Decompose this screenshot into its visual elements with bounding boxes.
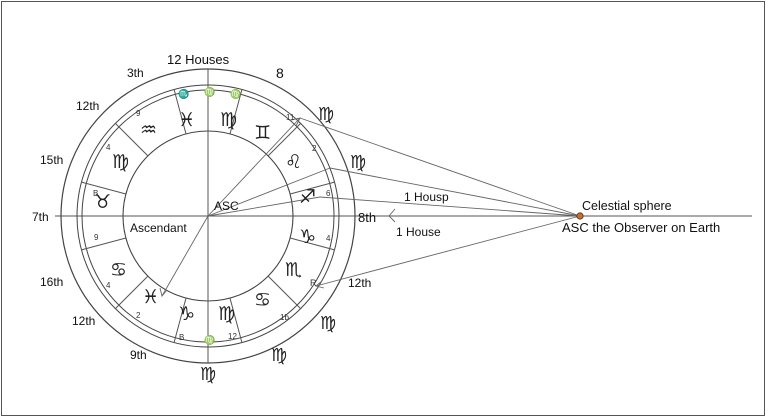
- house-divider: [289, 181, 335, 195]
- house-glyph-cancer: ♋: [110, 259, 127, 281]
- ring-number: 4: [326, 234, 331, 243]
- label-12th-right: 12th: [348, 276, 371, 290]
- celestial-sphere-label: Celestial sphere: [582, 199, 672, 213]
- label-12th-upper: 12th: [76, 99, 99, 113]
- ring-number: R: [310, 278, 317, 288]
- house-glyph: ♉: [94, 191, 111, 213]
- house-divider: [229, 89, 243, 135]
- ring-number: B: [179, 333, 184, 342]
- house-glyph: ♑: [178, 303, 195, 325]
- house-glyph: ♌: [285, 151, 302, 173]
- arrow-lower-right: [315, 280, 325, 289]
- glyph-bottom: ♍: [200, 364, 216, 385]
- house-glyph: ♓: [142, 286, 159, 308]
- house-glyph: ♓: [178, 109, 195, 131]
- label-8th-right: 8th: [358, 210, 376, 225]
- house-glyph: ♋: [254, 289, 271, 311]
- house-divider: [81, 237, 127, 251]
- ring-number: 11: [286, 113, 295, 122]
- house-divider: [115, 123, 149, 157]
- house-divider: [267, 123, 301, 157]
- house-glyph: ♏: [285, 259, 302, 281]
- observer-point: [576, 212, 584, 220]
- center-ray-down: [161, 215, 209, 297]
- house-glyph: ♒: [140, 119, 157, 141]
- house-divider: [173, 297, 187, 343]
- ray-4: [315, 215, 581, 287]
- ring-numbers: ♏ ♍ ♍ 11 2 6 4 R 1b 12 ♍ B 2 4 9 B 4 9: [93, 86, 331, 345]
- house-dividers: [81, 89, 335, 343]
- ray-3: [319, 196, 581, 217]
- ring-number: 6: [326, 189, 331, 198]
- center-ray-3: [207, 196, 321, 217]
- glyph-right-1: ♍: [350, 152, 366, 173]
- glyph-bottom-right: ♍: [271, 345, 287, 366]
- ring-number: 2: [136, 311, 141, 320]
- center-ray-2: [207, 167, 331, 217]
- house-divider: [115, 275, 149, 309]
- arrow-house: [388, 208, 396, 223]
- house-glyph: ♍: [112, 151, 129, 173]
- house-divider: [81, 181, 127, 195]
- label-3th: 3th: [127, 66, 144, 80]
- house-divider: [289, 237, 335, 251]
- ring-number: 9: [136, 109, 141, 118]
- arrowheads: [159, 117, 396, 297]
- title: 12 Houses: [167, 52, 230, 67]
- house-glyph: ♊: [254, 122, 271, 144]
- label-16th: 16th: [40, 275, 63, 289]
- ring-number: 2: [312, 144, 317, 153]
- observer-label: ASC the Observer on Earth: [562, 220, 720, 235]
- ring-number: 1b: [280, 313, 289, 322]
- label-8-top: 8: [276, 65, 284, 81]
- center-label: ASC: [214, 199, 239, 213]
- house-glyph: ♍: [218, 303, 235, 325]
- ring-number: ♏: [178, 88, 189, 99]
- ring-number: 9: [94, 233, 99, 242]
- house-divider: [267, 275, 301, 309]
- arrow-up: [290, 117, 301, 127]
- ring-number: B: [93, 189, 98, 198]
- ray-2: [329, 167, 581, 217]
- house-glyph: ♍: [220, 109, 237, 131]
- ring-number: ♍: [230, 88, 241, 99]
- ring-number: 4: [106, 143, 111, 152]
- observer-rays: [161, 117, 581, 297]
- house-glyphs: ♍ ♊ ♌ ♐ ♑ ♏ ♋ ♍ ♑ ♓ ♉ ♍ ♒ ♓: [94, 109, 316, 325]
- ring-number: ♍: [204, 334, 215, 345]
- glyph-top-right: ♍: [318, 104, 334, 125]
- ring-number: ♍: [204, 86, 215, 97]
- label-12th-lower: 12th: [72, 314, 95, 328]
- ring-number: 12: [228, 332, 237, 341]
- house-divider: [173, 89, 187, 135]
- label-7th: 7th: [32, 210, 49, 224]
- house-label-lower: 1 House: [396, 225, 441, 239]
- ascendant-label: Ascendant: [130, 221, 187, 235]
- house-label-upper: 1 Housp: [404, 190, 449, 204]
- house-divider: [229, 297, 243, 343]
- label-15th: 15th: [40, 153, 63, 167]
- ray-1: [299, 117, 581, 217]
- glyph-lower-right: ♍: [320, 313, 336, 334]
- label-9th: 9th: [130, 348, 147, 362]
- ring-number: 4: [106, 281, 111, 290]
- arrow-lower-left: [159, 287, 168, 297]
- house-glyph: ♑: [299, 226, 316, 248]
- center-ray-up: [207, 117, 301, 217]
- house-glyph: ♐: [299, 186, 316, 208]
